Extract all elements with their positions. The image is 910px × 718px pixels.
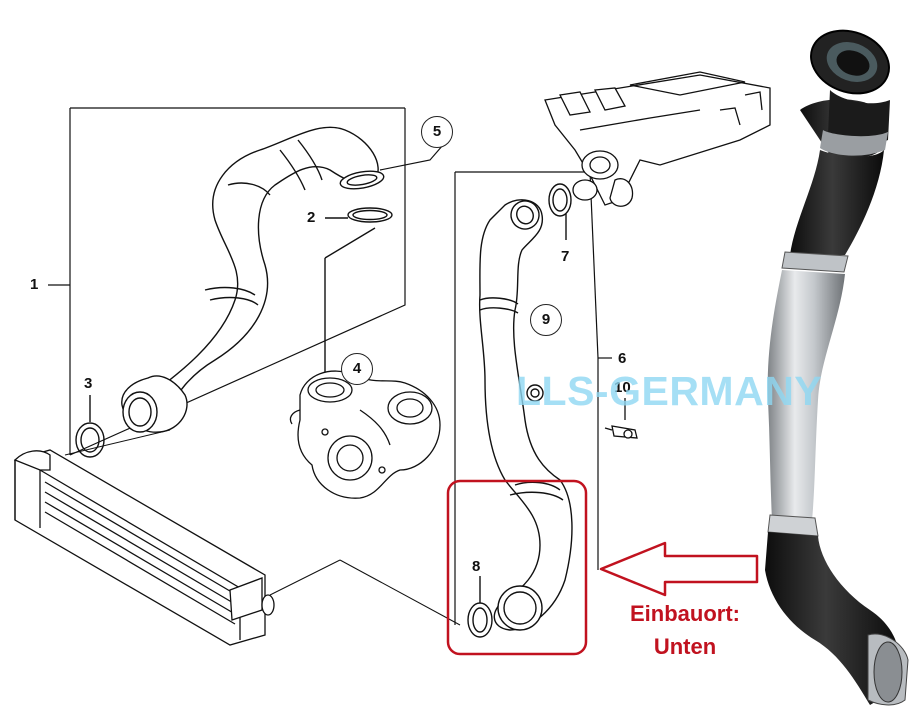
part-number-9: 9 [530,304,562,336]
intake-manifold [544,71,771,207]
product-photo-hose [765,29,909,706]
part-number-5: 5 [421,116,453,148]
part-number-10: 10 [614,379,631,396]
install-note-line1: Einbauort: [630,601,740,626]
sensor-10 [604,398,638,439]
highlight-box [446,479,588,656]
install-note-line2: Unten [653,634,717,659]
oring-8 [467,576,493,638]
upper-charge-hose [121,126,385,433]
oring-7 [548,183,572,240]
oring-2 [324,207,393,375]
part-number-2: 2 [307,209,316,226]
part-number-1: 1 [30,276,39,293]
part-number-7: 7 [561,248,570,265]
watermark: LLS-GERMANY [516,368,823,414]
part-number-3: 3 [84,375,93,392]
part-number-4: 4 [341,353,373,385]
charge-pipe-9 [478,199,573,631]
oring-3 [75,395,105,458]
group-6-bracket [454,171,612,625]
part-number-6: 6 [618,350,627,367]
leader-5 [379,144,444,171]
turbocharger-4 [289,370,441,499]
part-number-8: 8 [472,558,481,575]
pointer-arrow [599,541,759,597]
intercooler [13,429,461,646]
